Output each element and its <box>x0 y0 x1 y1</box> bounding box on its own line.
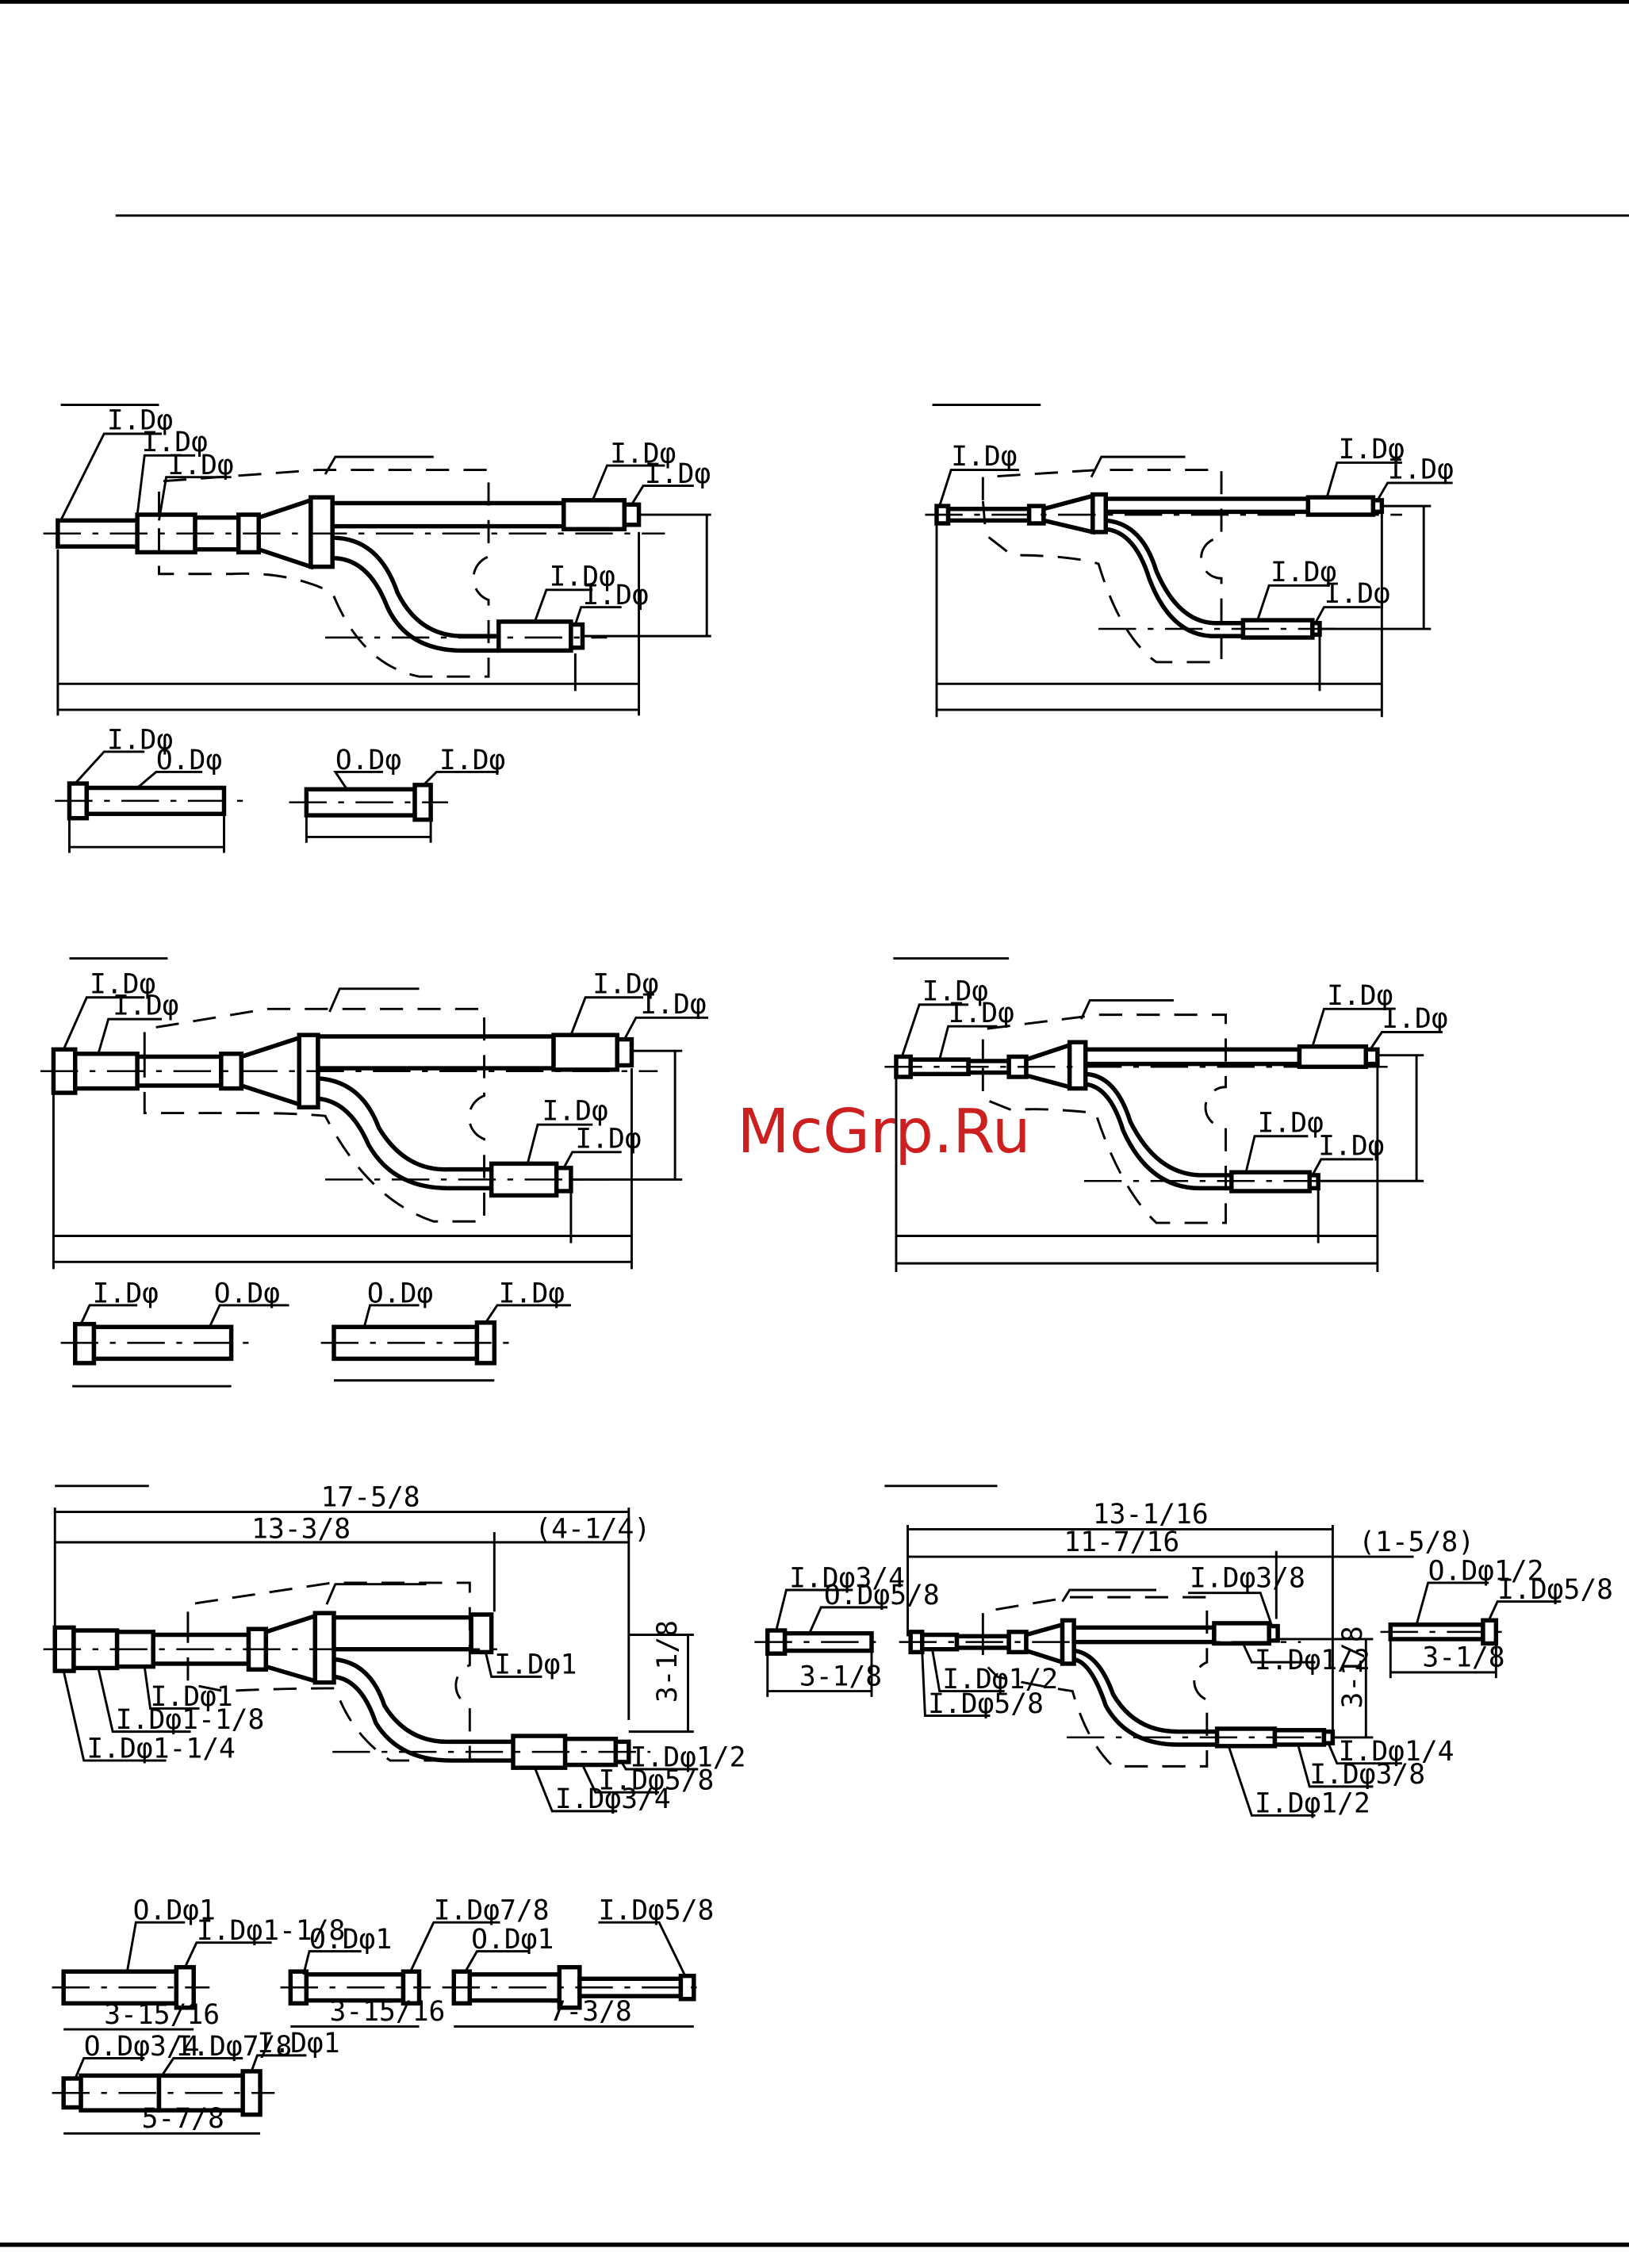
p4-id-label-2: I.Dφ <box>949 998 1014 1029</box>
p2-id-label-1: I.Dφ <box>951 441 1017 473</box>
p1-adapter2-od: O.Dφ <box>335 745 401 776</box>
p6-dim-offset: 3-1/8 <box>1337 1626 1369 1708</box>
watermark: McGrp.Ru <box>737 1097 1030 1167</box>
adapter3-len: 7-3/8 <box>550 1996 632 2028</box>
p5-id-1-label: I.Dφ1 <box>494 1649 577 1681</box>
adapter2-len: 3-15/16 <box>330 1996 446 2028</box>
p6-left-adapter-len: 3-1/8 <box>799 1661 882 1692</box>
p5-id-1-inlet-label: I.Dφ1 <box>151 1681 233 1713</box>
p5-id-1-1-8-label: I.Dφ1-1/8 <box>116 1704 265 1736</box>
p3-id-label-1: I.Dφ <box>90 968 155 1000</box>
adapter4-len: 5-7/8 <box>142 2103 224 2135</box>
p1-id-label-3: I.Dφ <box>167 450 233 481</box>
p5-id-5-8-label: I.Dφ5/8 <box>599 1765 715 1797</box>
p1-adapter1-id: I.Dφ <box>107 724 173 756</box>
p6-id-1-2-top: I.Dφ1/2 <box>1255 1645 1370 1676</box>
bottom-adapters: O.Dφ1 I.Dφ1-1/8 3-15/16 O.Dφ1 I.Dφ7/8 3-… <box>52 1895 715 2135</box>
p1-id-label-6: I.Dφ <box>550 561 615 592</box>
branch-kit-panel-6: 13-1/16 11-7/16 (1-5/8) 3-1/8 I.Dφ3/8 I. <box>754 1485 1613 1820</box>
p5-id-1-1-4-label: I.Dφ1-1/4 <box>86 1733 236 1764</box>
adapter2-id: I.Dφ7/8 <box>434 1895 550 1927</box>
p3-adapter2-id: I.Dφ <box>499 1278 565 1309</box>
p5-dim-main: 13-3/8 <box>251 1513 351 1545</box>
p4-id-label-5: I.Dφ <box>1258 1107 1324 1139</box>
p6-dim-overall: 13-1/16 <box>1093 1499 1209 1531</box>
p2-id-label-4: I.Dφ <box>1271 557 1336 588</box>
p2-id-label-3: I.Dφ <box>1388 454 1454 485</box>
p1-id-label-1: I.Dφ <box>107 405 173 437</box>
p4-id-label-4: I.Dφ <box>1382 1003 1447 1035</box>
adapter2-od: O.Dφ1 <box>309 1924 392 1956</box>
p5-dim-branch: (4-1/4) <box>535 1513 650 1545</box>
p6-id-1-2-bottom: I.Dφ1/2 <box>1255 1788 1370 1820</box>
adapter4-id-end: I.Dφ1 <box>257 2028 339 2059</box>
p1-id-label-5: I.Dφ <box>645 458 711 490</box>
p5-id-3-4-label: I.Dφ3/4 <box>555 1783 671 1815</box>
adapter4-id-mid: I.Dφ7/8 <box>176 2031 292 2063</box>
branch-kit-panel-3: I.Dφ I.Dφ I.Dφ I.Dφ I.Dφ I.Dφ I.Dφ O.Dφ … <box>40 957 709 1388</box>
adapter3-id: I.Dφ5/8 <box>599 1895 715 1927</box>
p5-dim-offset: 3-1/8 <box>652 1620 684 1703</box>
p3-id-label-5: I.Dφ <box>542 1096 608 1128</box>
p4-id-label-1: I.Dφ <box>922 975 988 1007</box>
p2-id-label-5: I.Dφ <box>1324 578 1389 610</box>
p6-dim-branch: (1-5/8) <box>1359 1527 1474 1558</box>
p4-id-label-6: I.Dφ <box>1318 1130 1384 1162</box>
adapter3-od: O.Dφ1 <box>471 1924 554 1956</box>
p6-id-5-8-inlet: I.Dφ5/8 <box>928 1688 1044 1720</box>
p3-id-label-3: I.Dφ <box>592 968 658 1000</box>
branch-kit-panel-4: I.Dφ I.Dφ I.Dφ I.Dφ I.Dφ I.Dφ <box>884 957 1448 1273</box>
p6-left-adapter-id: I.Dφ3/4 <box>789 1562 905 1594</box>
p6-id-3-8-top: I.Dφ3/8 <box>1190 1562 1305 1594</box>
p3-id-label-4: I.Dφ <box>640 989 706 1021</box>
p3-id-label-2: I.Dφ <box>113 990 178 1022</box>
p5-dim-overall: 17-5/8 <box>321 1481 420 1513</box>
p1-id-label-7: I.Dφ <box>582 580 648 611</box>
p2-id-label-2: I.Dφ <box>1339 434 1405 465</box>
p6-right-adapter-len: 3-1/8 <box>1422 1642 1504 1674</box>
adapter1-len: 3-15/16 <box>104 1999 220 2031</box>
p1-adapter1-od: O.Dφ <box>156 745 222 776</box>
p6-dim-main: 11-7/16 <box>1064 1527 1179 1558</box>
p4-id-label-3: I.Dφ <box>1327 980 1393 1012</box>
p6-left-adapter-od: O.Dφ5/8 <box>824 1580 940 1611</box>
p6-id-1-4: I.Dφ1/4 <box>1339 1736 1455 1768</box>
p3-adapter1-id: I.Dφ <box>93 1278 159 1309</box>
adapter1-od: O.Dφ1 <box>133 1895 216 1927</box>
branch-kit-panel-5: 17-5/8 13-3/8 (4-1/4) 3-1/8 I.Dφ1 I.Dφ1 <box>43 1481 746 1815</box>
p3-adapter1-od: O.Dφ <box>214 1278 280 1309</box>
p6-id-1-2-inlet: I.Dφ1/2 <box>942 1664 1058 1695</box>
p1-id-label-2: I.Dφ <box>142 427 208 458</box>
p1-id-label-4: I.Dφ <box>610 438 676 469</box>
p6-right-adapter-od: O.Dφ1/2 <box>1428 1555 1544 1587</box>
p3-adapter2-od: O.Dφ <box>367 1278 433 1309</box>
branch-kit-panel-1: I.Dφ I.Dφ I.Dφ I.Dφ I.Dφ I.Dφ I.Dφ I.Dφ … <box>43 404 711 853</box>
p3-id-label-6: I.Dφ <box>575 1123 641 1155</box>
p1-adapter2-id: I.Dφ <box>439 745 505 776</box>
p6-right-adapter-id: I.Dφ5/8 <box>1497 1574 1613 1606</box>
p5-id-1-2-label: I.Dφ1/2 <box>631 1741 746 1773</box>
p6-id-3-8-bottom: I.Dφ3/8 <box>1309 1759 1425 1791</box>
adapter1-id: I.Dφ1-1/8 <box>197 1915 346 1947</box>
branch-kit-panel-2: I.Dφ I.Dφ I.Dφ I.Dφ I.Dφ <box>925 404 1454 718</box>
adapter4-od: O.Dφ3/4 <box>84 2031 200 2063</box>
